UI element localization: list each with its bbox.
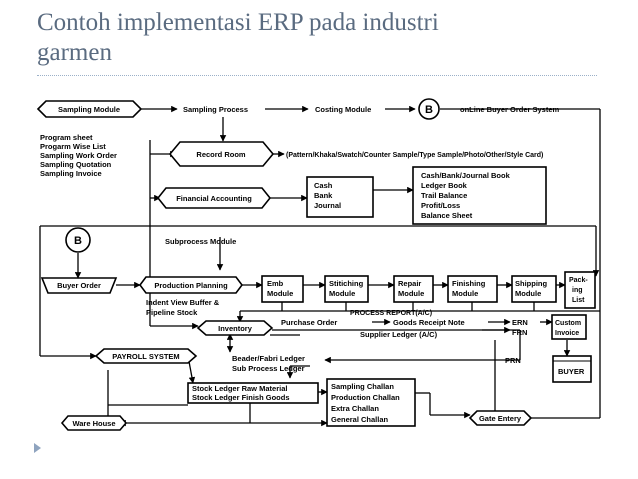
gate-entry-label: Gate Entery	[479, 414, 522, 423]
production-planning-label: Production Planning	[154, 281, 228, 290]
title-line-2: garmen	[37, 39, 112, 66]
sampling-doc-2: Sampling Work Order	[40, 151, 117, 160]
emb-0: Emb	[267, 279, 284, 288]
book-0: Cash/Bank/Journal Book	[421, 171, 511, 180]
connector-b-label: B	[425, 104, 433, 116]
online-buyer-order-label: onLine Buyer Order System	[460, 105, 560, 114]
buyer-node: BUYER	[552, 355, 592, 383]
buyer-order-node: Buyer Order	[40, 277, 118, 294]
book-2: Trail Balance	[421, 191, 467, 200]
repair-1: Module	[398, 289, 424, 298]
stock-ledger-node: Stock Ledger Raw Material Stock Ledger F…	[187, 382, 319, 404]
challans-node: Sampling Challan Production Challan Extr…	[326, 378, 416, 427]
stock-ledger-0: Stock Ledger Raw Material	[192, 384, 287, 393]
ern-label: ERN	[512, 318, 528, 327]
record-room-node: Record Room	[168, 141, 275, 167]
production-planning-node: Production Planning	[139, 276, 243, 294]
gate-entry-node: Gate Entery	[468, 410, 533, 426]
connector-b-left: B	[65, 227, 91, 253]
financial-accounting-node: Financial Accounting	[156, 187, 272, 209]
emb-module-node: Emb Module	[261, 275, 304, 303]
sampling-module-label: Sampling Module	[58, 105, 120, 114]
frn-label: FRN	[512, 328, 527, 337]
title-line-1: Contoh implementasi ERP pada industri	[37, 9, 439, 36]
stitch-0: Stitiching	[329, 279, 364, 288]
goods-receipt-label: Goods Receipt Note	[393, 318, 465, 327]
ship-0: Shipping	[515, 279, 547, 288]
sampling-doc-4: Sampling Invoice	[40, 169, 102, 178]
title-divider	[37, 75, 597, 76]
emb-1: Module	[267, 289, 293, 298]
finishing-module-node: Finishing Module	[447, 275, 498, 303]
repair-module-node: Repair Module	[393, 275, 434, 303]
finish-0: Finishing	[452, 279, 486, 288]
slide-title: Contoh implementasi ERP pada industri ga…	[37, 8, 597, 68]
challan-3: General Challan	[331, 415, 389, 424]
record-room-items: (Pattern/Khaka/Swatch/Counter Sample/Typ…	[286, 152, 543, 159]
subprocess-module-label: Subprocess Module	[165, 237, 236, 246]
pack-1: ing	[572, 287, 583, 294]
connector-b-top: B	[418, 98, 440, 120]
flow-lines	[39, 105, 601, 427]
inventory-label: Inventory	[218, 324, 253, 333]
process-report-label: PROCESS REPORT(A/C)	[350, 310, 432, 317]
challan-0: Sampling Challan	[331, 382, 394, 391]
challan-2: Extra Challan	[331, 404, 379, 413]
ware-house-label: Ware House	[72, 419, 115, 428]
challan-1: Production Challan	[331, 393, 400, 402]
invoice-1: Invoice	[555, 330, 579, 337]
stitching-module-node: Stitiching Module	[324, 275, 369, 303]
buyer-order-label: Buyer Order	[57, 281, 101, 290]
prn-label: PRN	[505, 356, 521, 365]
shipping-module-node: Shipping Module	[511, 275, 557, 303]
record-room-label: Record Room	[196, 150, 246, 159]
costing-module-label: Costing Module	[315, 105, 371, 114]
payroll-label: PAYROLL SYSTEM	[112, 352, 179, 361]
sampling-process-label: Sampling Process	[183, 105, 248, 114]
invoice-0: Custom	[555, 320, 581, 327]
ship-1: Module	[515, 289, 541, 298]
sampling-doc-0: Program sheet	[40, 133, 93, 142]
sampling-doc-3: Sampling Quotation	[40, 160, 112, 169]
cbj-0: Cash	[314, 181, 333, 190]
custom-invoice-node: Custom Invoice	[551, 314, 587, 340]
repair-0: Repair	[398, 279, 421, 288]
indent-view-1: Pipeline Stock	[146, 308, 198, 317]
cash-bank-journal-node: Cash Bank Journal	[306, 176, 374, 218]
book-4: Balance Sheet	[421, 211, 473, 220]
beader-ledger-label: Beader/Fabri Ledger	[232, 354, 305, 363]
pack-0: Pack-	[569, 277, 588, 284]
connector-b-left-label: B	[74, 235, 82, 247]
packing-list-node: Pack- ing List	[564, 271, 596, 309]
book-3: Profit/Loss	[421, 201, 460, 210]
slide-bullet-icon	[34, 443, 41, 453]
inventory-node: Inventory	[196, 320, 274, 336]
purchase-order-label: Purchase Order	[281, 318, 337, 327]
sampling-docs-list: Program sheet Progarm Wise List Sampling…	[40, 133, 117, 178]
stitch-1: Module	[329, 289, 355, 298]
ware-house-node: Ware House	[60, 415, 128, 431]
finish-1: Module	[452, 289, 478, 298]
pack-2: List	[572, 297, 585, 304]
buyer-label: BUYER	[558, 367, 585, 376]
subprocess-ledger-label: Sub Process Ledger	[232, 364, 305, 373]
cbj-2: Journal	[314, 201, 341, 210]
cbj-1: Bank	[314, 191, 333, 200]
payroll-system-node: PAYROLL SYSTEM	[94, 348, 198, 364]
sampling-doc-1: Progarm Wise List	[40, 142, 106, 151]
sampling-module-node: Sampling Module	[36, 100, 143, 118]
books-node: Cash/Bank/Journal Book Ledger Book Trail…	[412, 166, 547, 225]
financial-accounting-label: Financial Accounting	[176, 194, 252, 203]
book-1: Ledger Book	[421, 181, 468, 190]
supplier-ledger-label: Supplier Ledger (A/C)	[360, 330, 438, 339]
indent-view-0: Indent View Buffer &	[146, 298, 220, 307]
stock-ledger-1: Stock Ledger Finish Goods	[192, 393, 290, 402]
